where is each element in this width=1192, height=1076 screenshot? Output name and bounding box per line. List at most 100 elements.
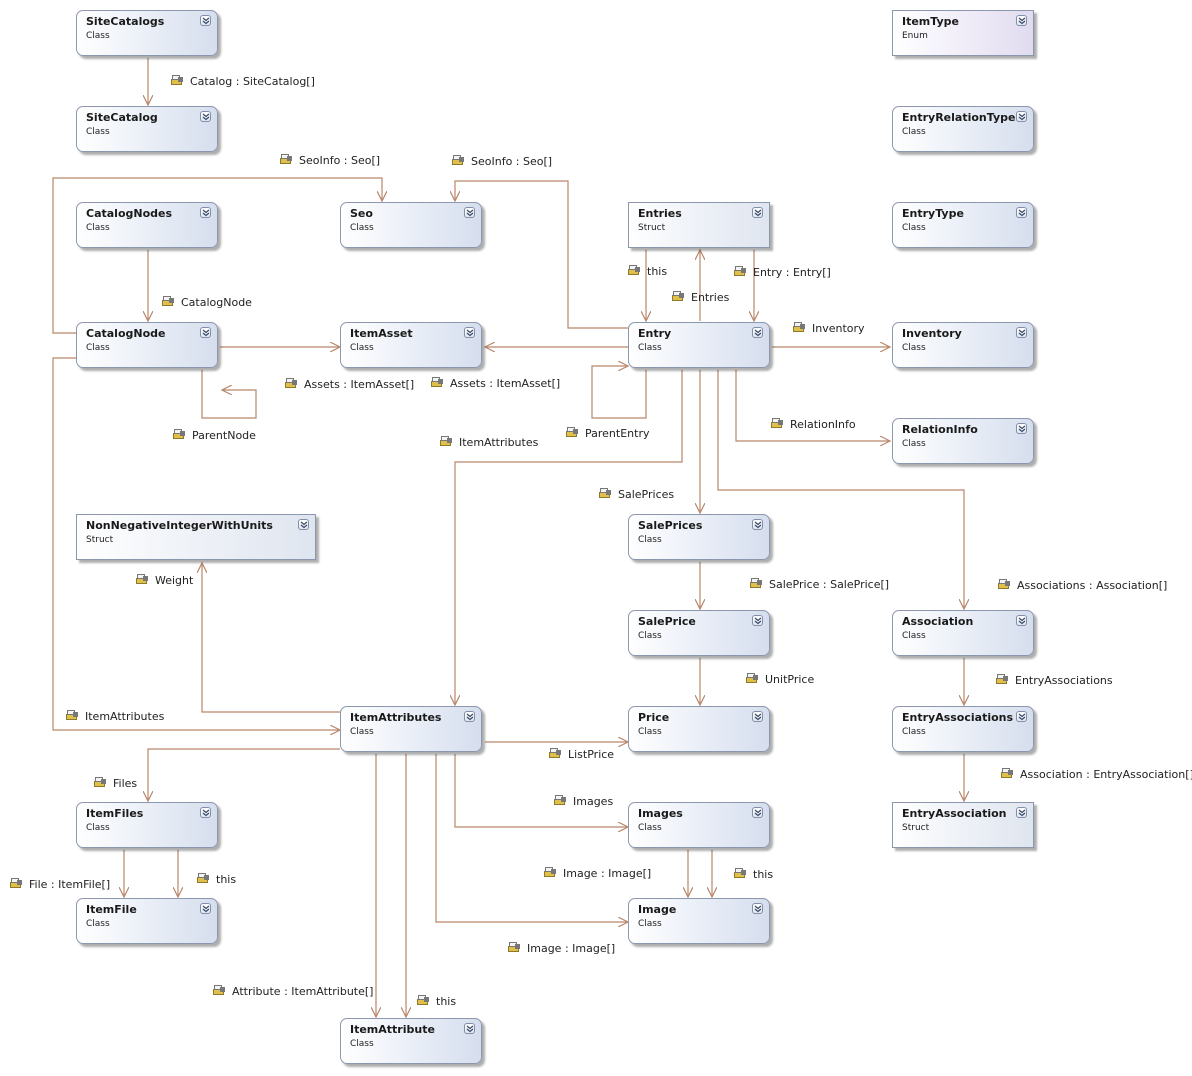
edge-label-entryassociations[interactable]: EntryAssociations bbox=[996, 674, 1113, 687]
edge-label-seoinfo1[interactable]: SeoInfo : Seo[] bbox=[280, 154, 380, 167]
expand-chevron-icon[interactable] bbox=[464, 327, 475, 338]
edge-label-saleprice[interactable]: SalePrice : SalePrice[] bbox=[750, 578, 889, 591]
edge-label-this2[interactable]: this bbox=[197, 873, 236, 886]
edge-label-this3[interactable]: this bbox=[734, 868, 773, 881]
node-kind: Class bbox=[86, 31, 110, 41]
expand-chevron-icon[interactable] bbox=[464, 207, 475, 218]
expand-chevron-icon[interactable] bbox=[1016, 423, 1027, 434]
edge-label-itemattributes1[interactable]: ItemAttributes bbox=[440, 436, 538, 449]
expand-chevron-icon[interactable] bbox=[1016, 207, 1027, 218]
edge-label-entries[interactable]: Entries bbox=[672, 291, 729, 304]
edge-label-listprice[interactable]: ListPrice bbox=[549, 748, 614, 761]
edge-label-seoinfo2[interactable]: SeoInfo : Seo[] bbox=[452, 155, 552, 168]
expand-chevron-icon[interactable] bbox=[752, 807, 763, 818]
expand-chevron-icon[interactable] bbox=[752, 327, 763, 338]
expand-chevron-icon[interactable] bbox=[752, 615, 763, 626]
edge-label-text: ItemAttributes bbox=[85, 710, 165, 723]
node-name: CatalogNode bbox=[86, 327, 166, 340]
property-icon bbox=[197, 873, 210, 885]
edge-label-associations[interactable]: Associations : Association[] bbox=[998, 579, 1167, 592]
expand-chevron-icon[interactable] bbox=[200, 807, 211, 818]
property-icon bbox=[746, 673, 759, 685]
edge-label-image2[interactable]: Image : Image[] bbox=[508, 942, 615, 955]
edge-label-weight[interactable]: Weight bbox=[136, 574, 193, 587]
expand-chevron-icon[interactable] bbox=[1016, 615, 1027, 626]
node-name: SiteCatalog bbox=[86, 111, 158, 124]
edge-label-files[interactable]: Files bbox=[94, 777, 137, 790]
edge-label-assets1[interactable]: Assets : ItemAsset[] bbox=[285, 378, 414, 391]
edge-label-inventory[interactable]: Inventory bbox=[793, 322, 865, 335]
edge-label-parentnode[interactable]: ParentNode bbox=[173, 429, 256, 442]
expand-chevron-icon[interactable] bbox=[1016, 327, 1027, 338]
edge-label-association[interactable]: Association : EntryAssociation[] bbox=[1001, 768, 1192, 781]
expand-chevron-icon[interactable] bbox=[1016, 111, 1027, 122]
node-name: EntryAssociations bbox=[902, 711, 1014, 724]
edge-label-attribute[interactable]: Attribute : ItemAttribute[] bbox=[213, 985, 373, 998]
expand-chevron-icon[interactable] bbox=[200, 207, 211, 218]
edge-label-this4[interactable]: this bbox=[417, 995, 456, 1008]
expand-chevron-icon[interactable] bbox=[752, 903, 763, 914]
node-kind: Class bbox=[350, 1039, 374, 1049]
edge-label-text: Assets : ItemAsset[] bbox=[450, 377, 561, 390]
edge-seoinfo-entry bbox=[455, 180, 628, 329]
expand-chevron-icon[interactable] bbox=[752, 519, 763, 530]
expand-chevron-icon[interactable] bbox=[298, 519, 309, 530]
node-kind: Class bbox=[638, 343, 662, 353]
expand-chevron-icon[interactable] bbox=[752, 711, 763, 722]
edge-label-itemattributes2[interactable]: ItemAttributes bbox=[66, 710, 164, 723]
expand-chevron-icon[interactable] bbox=[200, 327, 211, 338]
edge-label-relationinfo[interactable]: RelationInfo bbox=[771, 418, 856, 431]
expand-chevron-icon[interactable] bbox=[752, 207, 763, 218]
edge-label-saleprices[interactable]: SalePrices bbox=[599, 488, 674, 501]
edge-label-assets2[interactable]: Assets : ItemAsset[] bbox=[431, 377, 560, 390]
expand-chevron-icon[interactable] bbox=[464, 1023, 475, 1034]
expand-chevron-icon[interactable] bbox=[1016, 711, 1027, 722]
node-kind: Class bbox=[86, 223, 110, 233]
edge-label-file[interactable]: File : ItemFile[] bbox=[10, 878, 110, 891]
expand-chevron-icon[interactable] bbox=[1016, 15, 1027, 26]
expand-chevron-icon[interactable] bbox=[200, 111, 211, 122]
edge-label-entry[interactable]: Entry : Entry[] bbox=[734, 266, 831, 279]
expand-chevron-icon[interactable] bbox=[464, 711, 475, 722]
edge-label-images[interactable]: Images bbox=[554, 795, 613, 808]
expand-chevron-icon[interactable] bbox=[1016, 807, 1027, 818]
edge-label-catalog[interactable]: Catalog : SiteCatalog[] bbox=[171, 75, 315, 88]
edge-label-image1[interactable]: Image : Image[] bbox=[544, 867, 651, 880]
edge-label-unitprice[interactable]: UnitPrice bbox=[746, 673, 814, 686]
expand-chevron-icon[interactable] bbox=[200, 903, 211, 914]
edge-label-catalognode[interactable]: CatalogNode bbox=[162, 296, 252, 309]
node-name: NonNegativeIntegerWithUnits bbox=[86, 519, 273, 532]
node-name: Entries bbox=[638, 207, 682, 220]
edge-label-parententry[interactable]: ParentEntry bbox=[566, 427, 649, 440]
edge-label-this1[interactable]: this bbox=[628, 265, 667, 278]
node-kind: Class bbox=[902, 223, 926, 233]
property-icon bbox=[280, 154, 293, 166]
expand-chevron-icon[interactable] bbox=[200, 15, 211, 26]
